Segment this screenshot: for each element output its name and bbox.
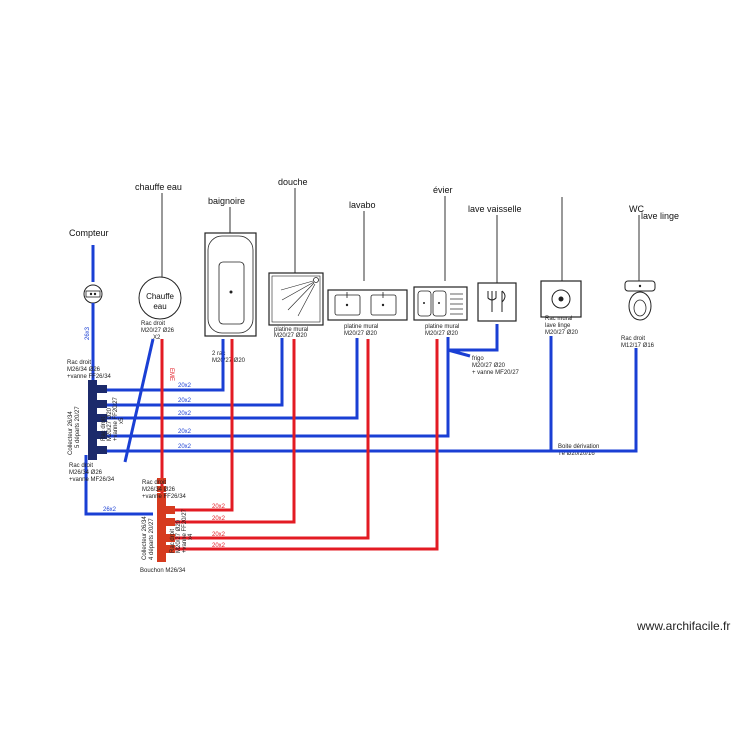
baignoire-rac-line2: M20/27 Ø20 [212, 358, 246, 364]
label-compteur: Compteur [69, 228, 109, 238]
rac-top-left-line3: +vanne FF26/34 [67, 374, 112, 380]
rac-hot-side-line3: +vanne FF20/27 [182, 508, 188, 553]
rac-top-left-line1: Rac droit [67, 360, 91, 366]
cold-pipe-label-5: 20x2 [178, 444, 192, 450]
collector-cold-line1: Collecteur 26/34 [68, 411, 74, 455]
label-lave-linge: lave linge [641, 211, 679, 221]
cold-pipe-label-3: 20x2 [178, 411, 192, 417]
wc-rac-line1: Rac droit [621, 336, 645, 342]
chauffe-rac-line1: Rac droit [141, 321, 165, 327]
label-baignoire: baignoire [208, 196, 245, 206]
rac-cold-side-line1: Rac droit [101, 417, 107, 441]
hot-pipe-label-1: 20x2 [212, 504, 226, 510]
label-lave-vaisselle: lave vaisselle [468, 204, 522, 214]
hot-pipe-label-3: 20x2 [212, 532, 226, 538]
rac-bottom-left-line1: Rac droit [69, 463, 93, 469]
frigo-line1: frigo [472, 356, 484, 362]
label-douche: douche [278, 177, 308, 187]
chauffe-rac-line3: X2 [153, 335, 161, 341]
label-wc: WC [629, 204, 644, 214]
rac-top-left-line2: M26/34 Ø26 [67, 367, 101, 373]
chauffe-eau-body-line1: Chauffe [146, 292, 174, 301]
collector-hot-line1: Collecteur 26/34 [142, 516, 148, 560]
rac-cold-side-line4: x5 [119, 417, 125, 424]
evier-platine-line1: platine mural [425, 324, 459, 330]
douche-platine-line2: M20/27 Ø20 [274, 333, 308, 339]
hot-pipe-label-4: 20x2 [212, 543, 226, 549]
label-lavabo: lavabo [349, 200, 376, 210]
label-leaders [161, 188, 640, 283]
boite-derivation-line2: Té Ø20/20/16 [558, 451, 595, 457]
frigo-line2: M20/27 Ø20 [472, 363, 506, 369]
rac-hot-top-line2: M26/34 Ø26 [142, 487, 176, 493]
evier-symbol [413, 286, 468, 321]
baignoire-symbol [204, 232, 257, 337]
hot-water-network [160, 339, 439, 551]
rac-hot-side-line1: Rac droit [170, 529, 176, 553]
lavabo-platine-line2: M20/27 Ø20 [344, 331, 378, 337]
rac-bottom-left-line2: M26/34 Ø26 [69, 470, 103, 476]
wc-symbol [624, 280, 656, 321]
lave-linge-symbol [540, 280, 582, 318]
cold-pipe-label-1: 20x2 [178, 383, 192, 389]
cold-pipe-label-2: 20x2 [178, 398, 192, 404]
rac-hot-top-line1: Rac droit [142, 480, 166, 486]
lave-linge-rac-line1: Rac mural [545, 316, 572, 322]
baignoire-rac-line1: 2 rac [212, 351, 225, 357]
hot-pipe-label-2: 20x2 [212, 516, 226, 522]
bouchon-label: Bouchon M26/34 [140, 568, 186, 574]
lave-linge-rac-line2: lave linge [545, 323, 571, 329]
rac-hot-side-line2: M20/27 Ø20 [176, 519, 182, 553]
label-evier: évier [433, 185, 453, 195]
rac-bottom-left-line3: +vanne MF26/34 [69, 477, 115, 483]
hot-collector [157, 478, 175, 562]
rac-cold-side-line2: M20/27 Ø20 [107, 407, 113, 441]
rac-hot-top-line3: +vanne FF26/34 [142, 494, 187, 500]
eme-label: EME [168, 368, 174, 381]
boite-derivation-line1: Boite dérivation [558, 444, 599, 450]
cold-pipe-label-4: 20x2 [178, 429, 192, 435]
cold-collector [88, 380, 107, 460]
label-chauffe-eau: chauffe eau [135, 182, 182, 192]
rac-hot-side-line4: x4 [188, 533, 194, 540]
rac-cold-side-line3: +vanne FF20/27 [113, 396, 119, 441]
cold-water-network [84, 324, 638, 516]
compteur-pipe-label: 26x3 [85, 326, 91, 340]
evier-platine-line2: M20/27 Ø20 [425, 331, 459, 337]
douche-platine-line1: platine mural [274, 327, 308, 333]
chauffe-eau-symbol [138, 276, 182, 320]
lave-linge-rac-line3: M20/27 Ø20 [545, 330, 579, 336]
watermark: www.archifacile.fr [637, 619, 731, 633]
compteur-symbol [83, 245, 103, 362]
wc-rac-line2: M12/17 Ø16 [621, 343, 655, 349]
lavabo-platine-line1: platine mural [344, 324, 378, 330]
collector-cold-line2: 5 départs 20/27 [75, 406, 81, 448]
lave-vaisselle-symbol [477, 282, 517, 322]
chauffe-eau-body-line2: eau [153, 302, 166, 311]
collector-hot-line2: 4 départs 20/27 [149, 518, 155, 560]
frigo-line3: + vanne MF20/27 [472, 370, 520, 376]
chauffe-rac-line2: M20/27 Ø26 [141, 328, 175, 334]
douche-symbol [268, 272, 324, 326]
supply-pipe-label: 26x2 [103, 507, 117, 513]
lavabo-symbol [327, 289, 408, 321]
